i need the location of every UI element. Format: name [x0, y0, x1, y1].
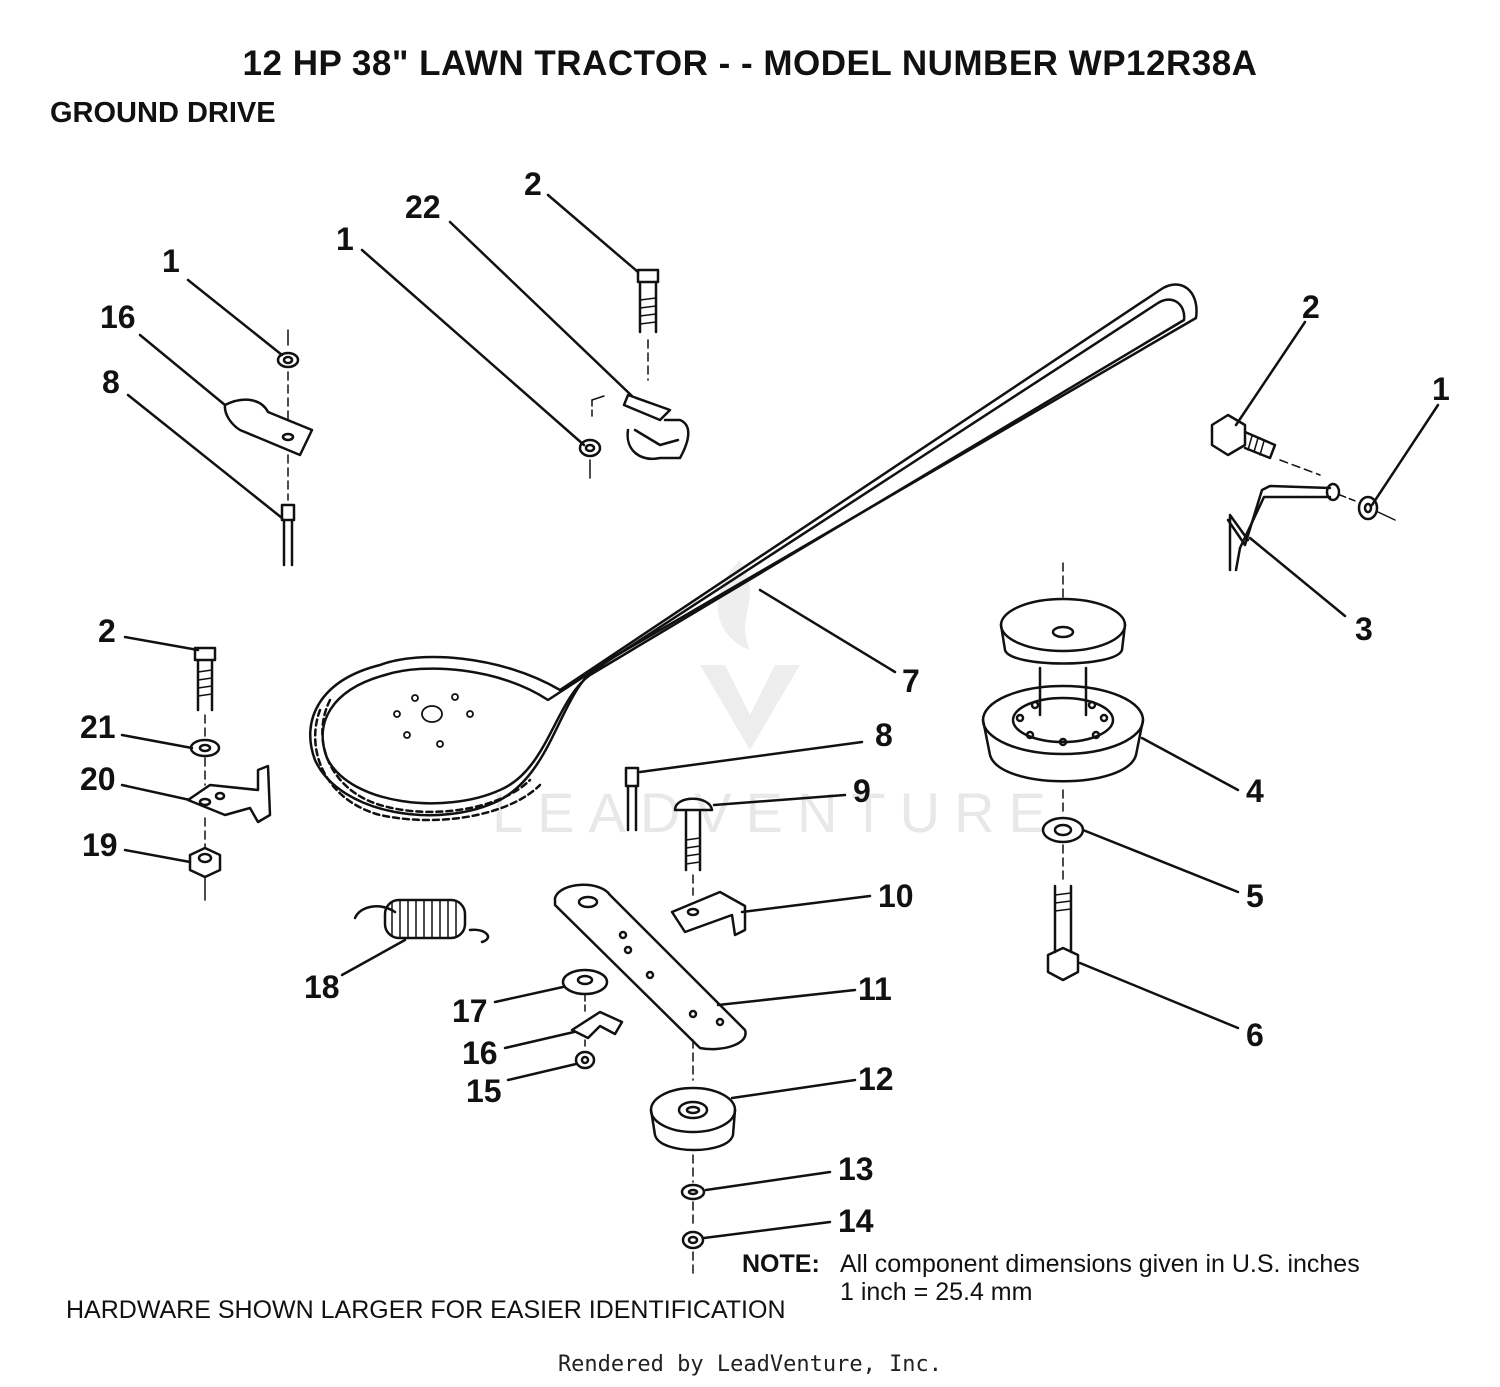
- callout-16: 16: [100, 299, 136, 335]
- nut-14: [681, 1230, 705, 1250]
- note-text: All component dimensions given in U.S. i…: [840, 1250, 1360, 1278]
- nut-1-top-left: [276, 351, 300, 369]
- callout-1: 1: [162, 243, 180, 279]
- callout-12: 12: [858, 1061, 894, 1097]
- watermark-logo: LEADVENTURE: [492, 560, 1060, 844]
- nut-19: [188, 846, 222, 879]
- idler-arm-11: [553, 883, 747, 1051]
- bracket-10: [670, 890, 747, 937]
- pulley-4: [981, 597, 1145, 783]
- callout-5: 5: [1246, 878, 1264, 914]
- nut-1-top-center: [578, 438, 602, 458]
- callout-19: 19: [82, 827, 118, 863]
- diagram-title: 12 HP 38" LAWN TRACTOR - - MODEL NUMBER …: [242, 44, 1258, 83]
- callout-6: 6: [1246, 1017, 1264, 1053]
- render-credit: Rendered by LeadVenture, Inc.: [557, 1352, 943, 1377]
- callout-13: 13: [838, 1151, 874, 1187]
- bracket-16-top-left: [223, 398, 314, 457]
- bolt-6: [1046, 884, 1080, 982]
- idler-pulley-12: [649, 1086, 737, 1152]
- callout-labels: 1 16 8 1 22 2 2 1 3 7 2 21 20 19 8 9 4 5…: [80, 166, 1450, 1239]
- carriage-bolt-9: [673, 797, 714, 872]
- callout-9: 9: [853, 773, 871, 809]
- callout-1: 1: [1432, 371, 1450, 407]
- section-subtitle: GROUND DRIVE: [50, 97, 276, 129]
- note-conversion: 1 inch = 25.4 mm: [840, 1278, 1033, 1306]
- callout-10: 10: [878, 878, 914, 914]
- bolt-2-left: [193, 646, 217, 712]
- bolt-2-right: [1210, 413, 1277, 460]
- washer-13: [680, 1183, 706, 1201]
- callout-1: 1: [336, 221, 354, 257]
- callout-7: 7: [902, 663, 920, 699]
- bracket-16-center: [570, 1010, 624, 1040]
- bolt-2-top: [636, 268, 660, 334]
- spring-18: [353, 898, 490, 944]
- bracket-20: [186, 764, 272, 824]
- callout-22: 22: [405, 189, 441, 225]
- screw-8-top-left: [280, 503, 296, 567]
- callout-21: 21: [80, 709, 116, 745]
- callout-11: 11: [858, 971, 892, 1007]
- watermark-text: LEADVENTURE: [492, 781, 1060, 844]
- washer-17: [561, 968, 609, 996]
- callout-15: 15: [466, 1073, 502, 1109]
- callout-2: 2: [1302, 289, 1320, 325]
- callout-4: 4: [1246, 773, 1264, 809]
- washer-21: [189, 738, 221, 758]
- callout-8: 8: [875, 717, 893, 753]
- nut-1-right: [1357, 495, 1379, 521]
- callout-3: 3: [1355, 611, 1373, 647]
- hardware-note: HARDWARE SHOWN LARGER FOR EASIER IDENTIF…: [66, 1296, 786, 1324]
- callout-14: 14: [838, 1203, 874, 1239]
- rod-3: [1226, 482, 1341, 572]
- leader-lines: [120, 193, 1440, 1240]
- callout-2: 2: [98, 613, 116, 649]
- drive-pulley-face: [393, 693, 474, 748]
- nut-15: [574, 1050, 596, 1070]
- screw-8-center: [624, 766, 640, 832]
- callout-20: 20: [80, 761, 116, 797]
- callout-18: 18: [304, 969, 340, 1005]
- callout-16: 16: [462, 1035, 498, 1071]
- drive-belt: [309, 283, 1198, 822]
- bracket-22: [591, 393, 690, 461]
- callout-17: 17: [452, 993, 488, 1029]
- note-label: NOTE:: [742, 1250, 820, 1278]
- callout-8: 8: [102, 364, 120, 400]
- callout-2: 2: [524, 166, 542, 202]
